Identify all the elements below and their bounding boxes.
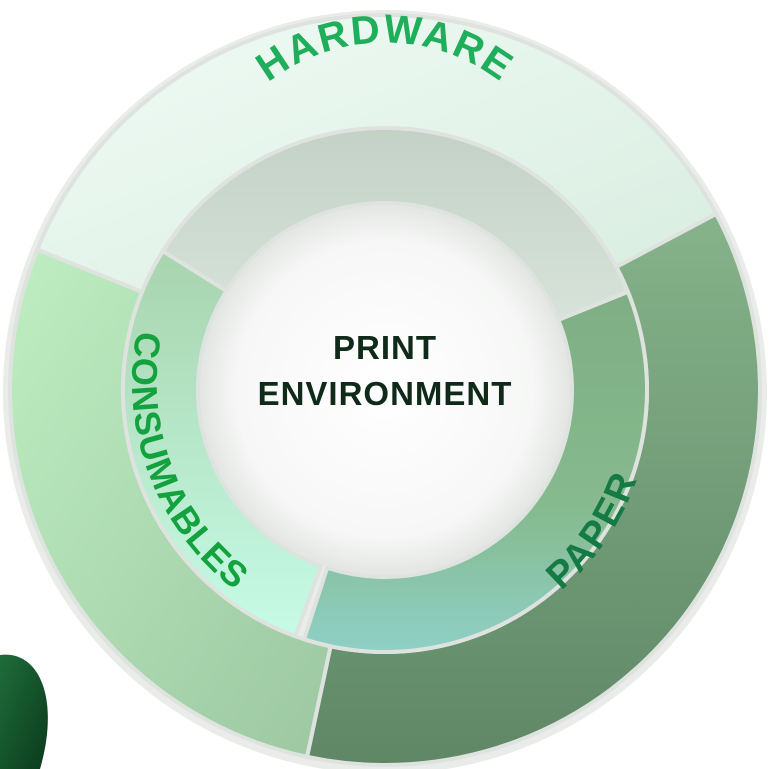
segment-hardware-inner — [160, 126, 631, 323]
center-title-line-1: PRINT — [333, 329, 437, 366]
segment-paper-inner — [301, 289, 649, 654]
center-title: PRINT ENVIRONMENT — [200, 325, 570, 417]
center-title-line-2: ENVIRONMENT — [257, 375, 513, 412]
center-disc — [200, 205, 570, 575]
leaf-decoration — [0, 654, 48, 769]
segment-consumables-inner — [121, 248, 324, 639]
